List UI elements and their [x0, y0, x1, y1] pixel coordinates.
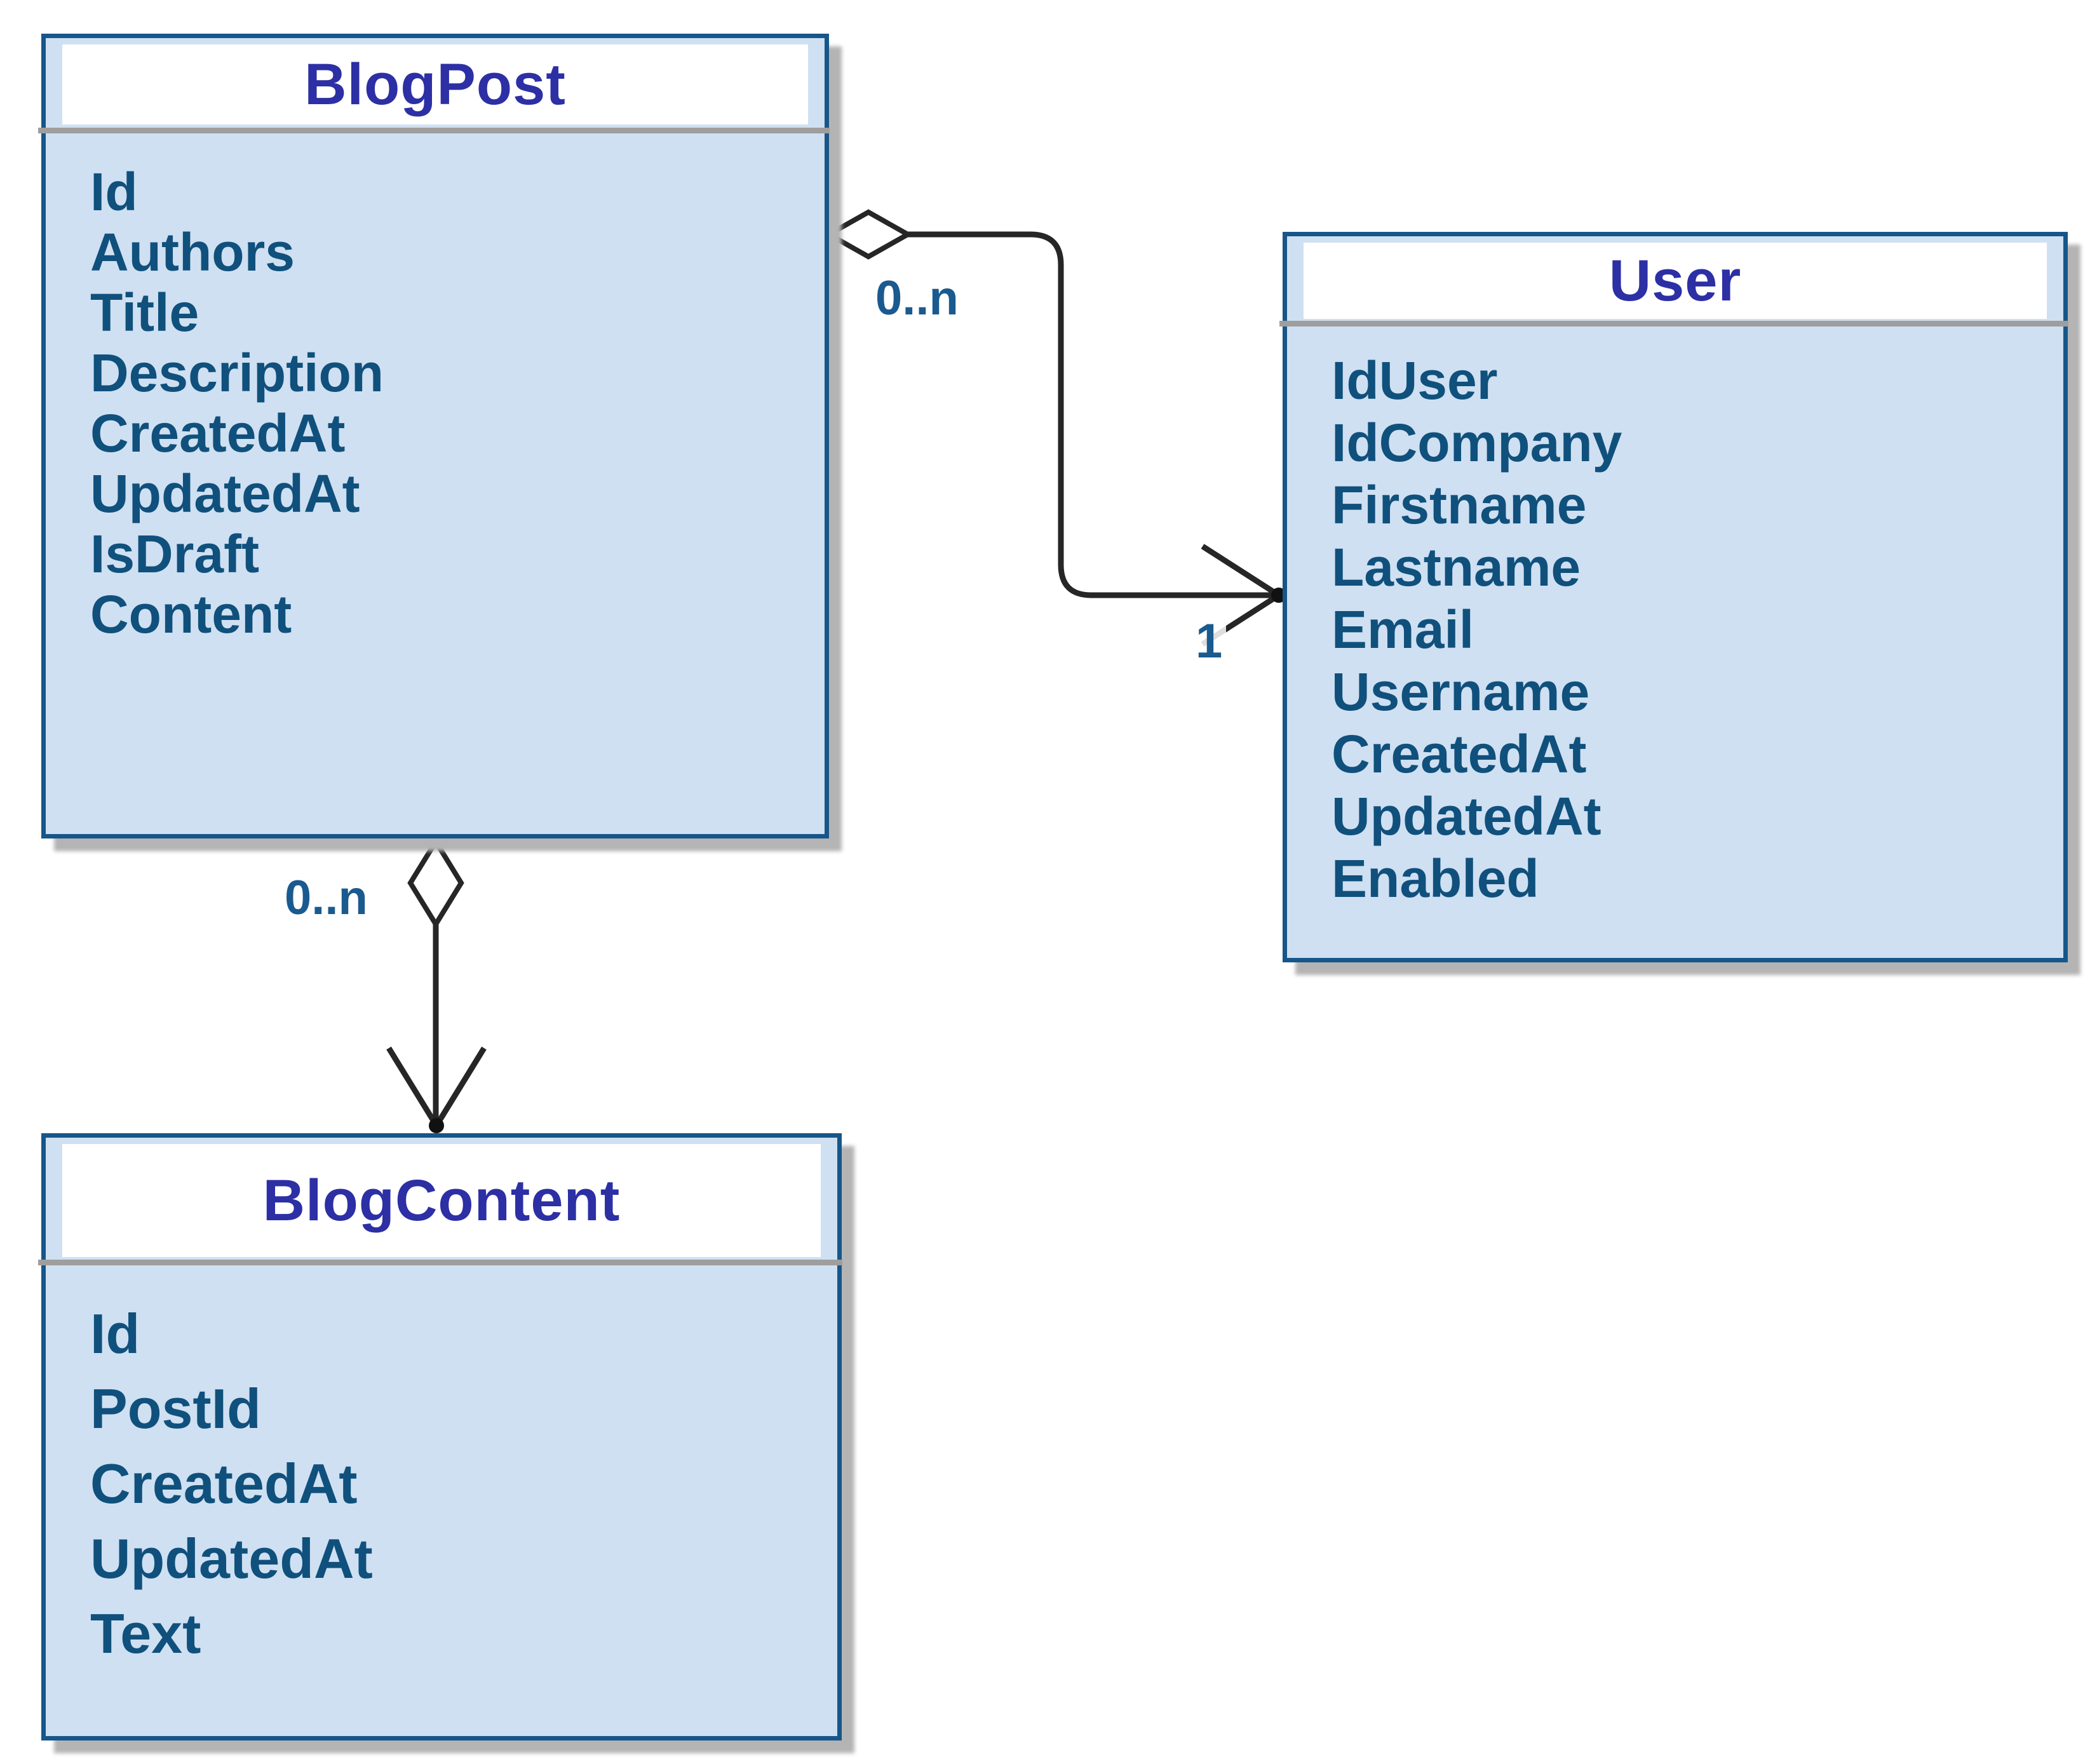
aggregation-diamond-icon — [823, 209, 914, 260]
entity-title: User — [1608, 248, 1742, 313]
entity-header: BlogContent — [62, 1144, 821, 1257]
attribute-row: PostId — [90, 1377, 261, 1440]
header-divider — [38, 1260, 842, 1265]
attribute-row: Title — [90, 283, 199, 342]
attribute-row: IdUser — [1332, 351, 1498, 410]
entity-title: BlogContent — [262, 1168, 621, 1233]
attribute-row: Id — [90, 162, 138, 222]
connector-endpoint-dot — [429, 1118, 444, 1133]
attribute-row: UpdatedAt — [90, 1527, 373, 1590]
header-divider — [1279, 321, 2068, 327]
attribute-row: Email — [1332, 600, 1474, 659]
multiplicity-label-blogpost-user-source: 0..n — [872, 272, 962, 325]
attribute-row: IdCompany — [1332, 413, 1622, 473]
attribute-row: CreatedAt — [1332, 724, 1587, 784]
relationship-blogpost-blogcontent — [386, 837, 487, 1133]
attribute-row: Description — [90, 343, 384, 403]
attribute-row: Enabled — [1332, 849, 1539, 908]
entity-header: BlogPost — [62, 44, 808, 125]
attribute-row: Content — [90, 584, 292, 644]
multiplicity-label-blogpost-user-target: 1 — [1192, 615, 1227, 668]
entity-title: BlogPost — [304, 51, 566, 117]
connector-line — [908, 231, 1276, 598]
aggregation-diamond-icon — [407, 837, 464, 929]
attribute-row: Firstname — [1332, 475, 1587, 535]
attribute-row: Authors — [90, 222, 295, 282]
attribute-row: Lastname — [1332, 537, 1581, 597]
multiplicity-label-blogpost-blogcontent-source: 0..n — [281, 872, 372, 925]
attribute-row: Text — [90, 1602, 201, 1665]
attribute-row: UpdatedAt — [90, 464, 360, 523]
attribute-row: Username — [1332, 662, 1590, 722]
header-divider — [38, 128, 830, 133]
attribute-row: CreatedAt — [90, 403, 346, 463]
entity-header: User — [1304, 243, 2047, 319]
attribute-row: IsDraft — [90, 524, 260, 584]
attribute-row: Id — [90, 1302, 140, 1365]
attribute-row: CreatedAt — [90, 1452, 358, 1515]
attribute-row: UpdatedAt — [1332, 786, 1601, 846]
arrowhead-icon — [386, 1046, 487, 1131]
